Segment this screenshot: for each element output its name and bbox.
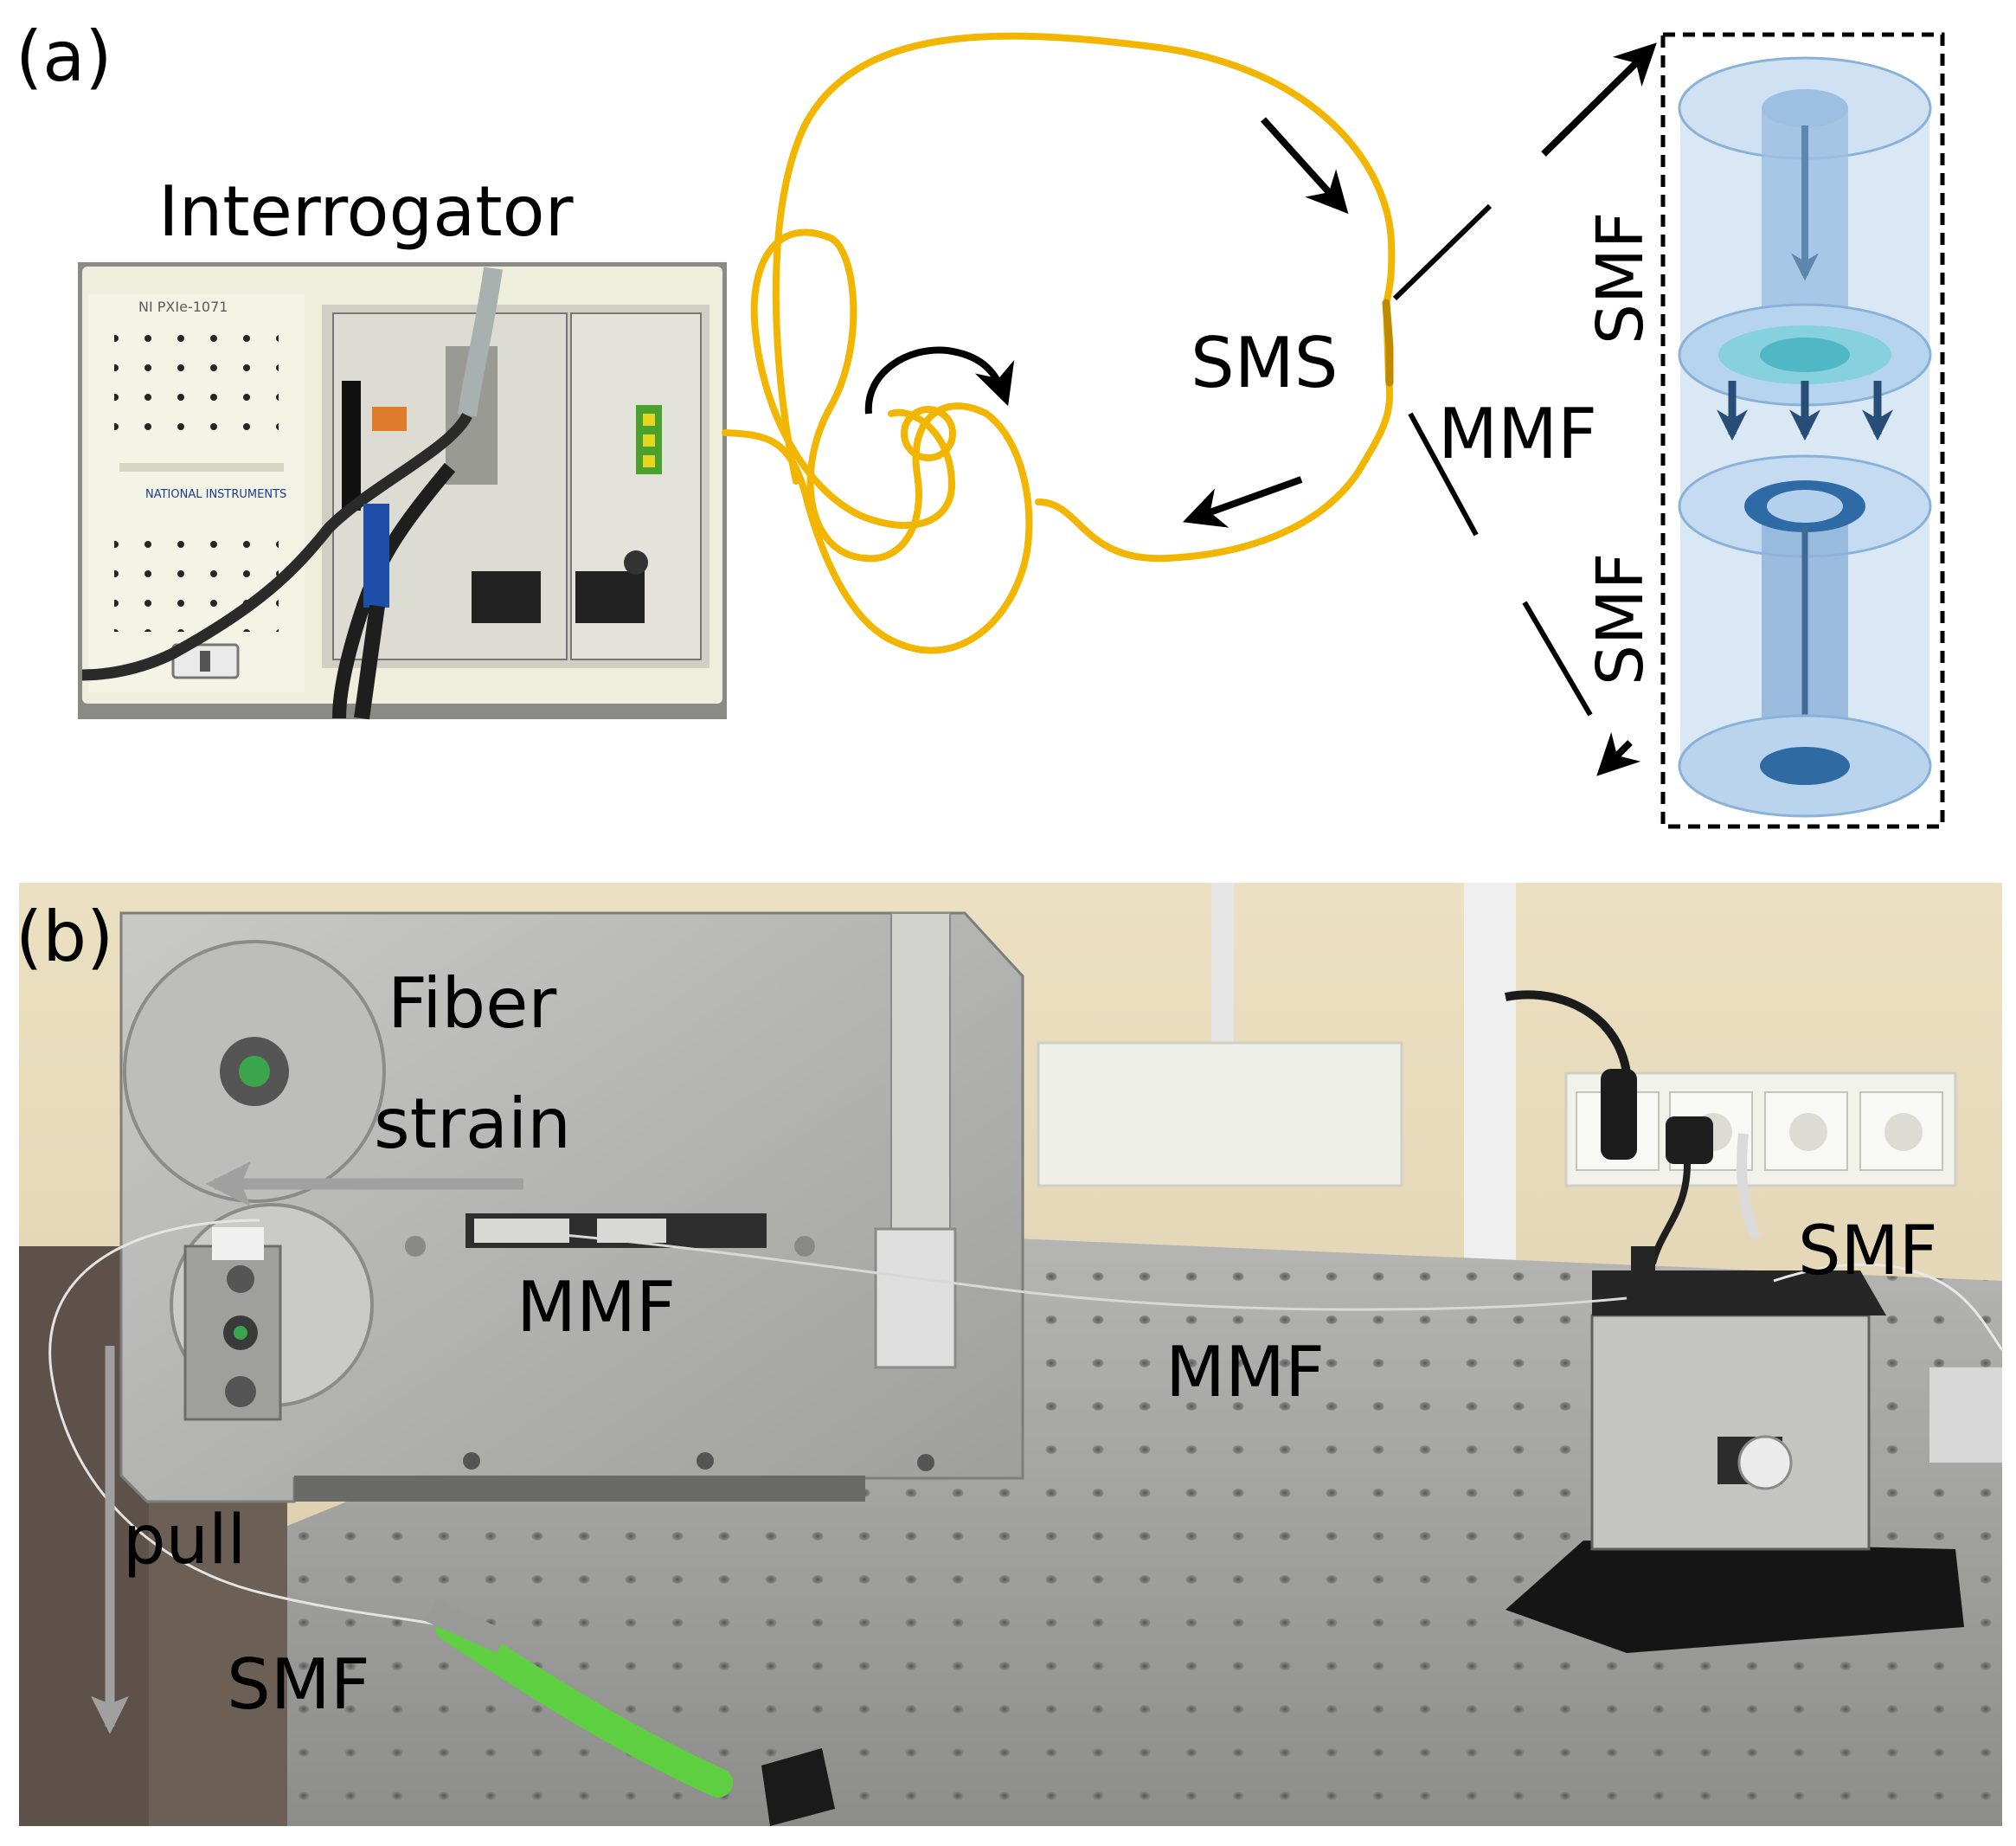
smf-label-top: SMF [1583, 212, 1658, 344]
mmf-label-a: MMF [1438, 394, 1597, 474]
zoom-arrow-bottom [1596, 731, 1641, 776]
arrow-out [1182, 476, 1303, 528]
panel-b-label: (b) [16, 897, 113, 977]
interrogator-title: Interrogator [158, 171, 574, 252]
zoom-line-lower [1522, 601, 1593, 717]
interrogator-photo: NI PXIe-1071 NATIONAL INSTRUMENTS [78, 262, 727, 720]
sms-segment [1382, 299, 1394, 387]
yellow-fiber-big-loop [772, 32, 1396, 563]
yellow-fiber [722, 228, 1033, 654]
device-brand-label: NATIONAL INSTRUMENTS [145, 488, 286, 501]
zoom-line-mid [1408, 412, 1479, 537]
mmf-label-b1: MMF [517, 1267, 676, 1348]
fiber-small-loop [901, 406, 956, 461]
sms-label: SMS [1191, 323, 1339, 403]
yellow-fiber-loop [725, 433, 1034, 571]
smf-label-left: SMF [227, 1644, 370, 1725]
photo-fiber-smf-left [48, 1219, 451, 1629]
device-model-label: NI PXIe-1071 [138, 299, 228, 315]
zoom-line-top [1392, 203, 1493, 301]
mmf-label-b2: MMF [1165, 1332, 1325, 1412]
translation-stage [1592, 1270, 1886, 1315]
fiber-strain-line2: strain [374, 1084, 571, 1164]
smf-label-bottom: SMF [1583, 553, 1658, 685]
pull-label: pull [123, 1502, 246, 1579]
photo-fiber-mmf [553, 1232, 1628, 1311]
curved-arrow [864, 346, 1015, 415]
panel-a: (a) Interrogator NI PXIe-1071 NATIONAL I… [16, 16, 1945, 829]
photo-fiber-smf-right [1773, 1263, 2004, 1351]
arrow-in [1261, 117, 1349, 215]
fiber-schematic [1660, 32, 1945, 829]
panel-b: (b) Fiber strain MMF MMF SMF pull SMF [16, 883, 2004, 1826]
smf-label-right: SMF [1798, 1212, 1938, 1290]
zoom-arrow-top [1541, 42, 1657, 157]
fiber-strain-line1: Fiber [388, 963, 556, 1044]
panel-a-label: (a) [16, 16, 112, 97]
fiber-connector [435, 1612, 733, 1798]
